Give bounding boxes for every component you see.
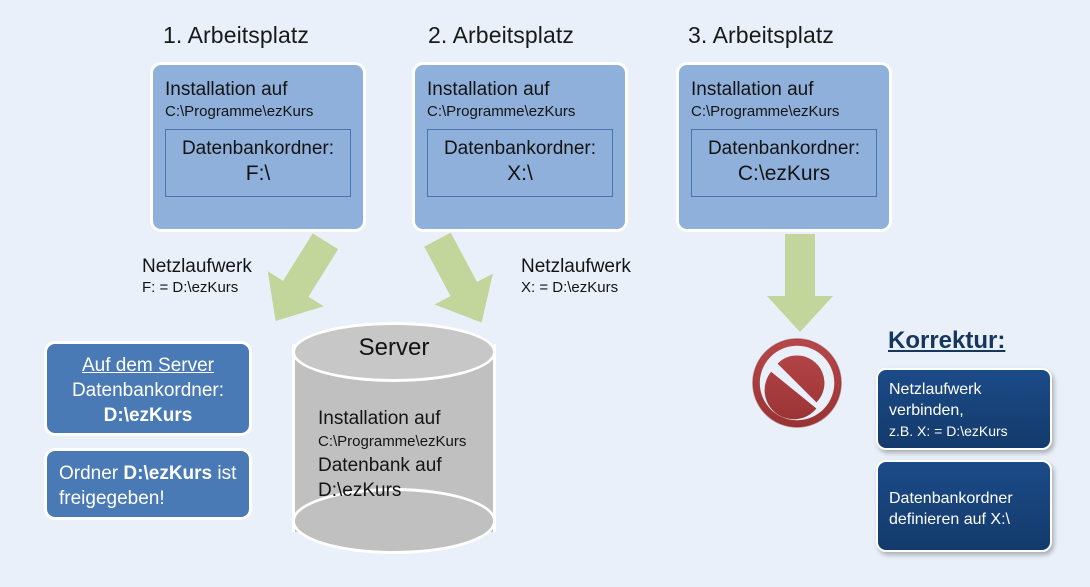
- share-part2: D:\ezKurs: [123, 463, 213, 484]
- network-drive-2-label: Netzlaufwerk: [521, 256, 631, 277]
- workstation-2-db-box: Datenbankordner: X:\: [427, 129, 613, 197]
- server-cylinder: Server Installation auf C:\Programme\ezK…: [292, 322, 496, 554]
- workstation-2-db-label: Datenbankordner:: [443, 138, 597, 159]
- workstation-1-title: 1. Arbeitsplatz: [163, 22, 309, 48]
- arrow-ws3-to-error: [767, 234, 833, 332]
- server-note-db-label: Datenbankordner:: [71, 380, 225, 401]
- server-db-path: D:\ezKurs: [318, 480, 402, 501]
- cylinder-bottom-ellipse: [292, 488, 496, 554]
- workstation-3-db-box: Datenbankordner: C:\ezKurs: [691, 129, 877, 197]
- workstation-3-title: 3. Arbeitsplatz: [688, 22, 834, 48]
- workstation-2-install-path: C:\Programme\ezKurs: [427, 103, 576, 120]
- arrow-ws1-to-server: [267, 233, 339, 322]
- server-install-label: Installation auf: [318, 408, 441, 429]
- server-install-path: C:\Programme\ezKurs: [318, 433, 467, 450]
- prohibition-icon: [752, 338, 842, 428]
- workstation-2-title: 2. Arbeitsplatz: [428, 22, 574, 48]
- correction-step-1-line3: z.B. X: = D:\ezKurs: [889, 423, 1008, 439]
- server-note-share: Ordner D:\ezKurs ist freigegeben!: [44, 448, 252, 520]
- share-part1: Ordner: [59, 463, 124, 484]
- server-note-db-folder: Auf dem Server Datenbankordner: D:\ezKur…: [44, 341, 252, 436]
- server-title: Server: [358, 334, 430, 361]
- cylinder-top-ellipse: [292, 322, 496, 382]
- correction-step-2-line2: definieren auf X:\: [889, 511, 1010, 528]
- workstation-2-db-value: X:\: [507, 162, 533, 185]
- workstation-3-install-label: Installation auf: [691, 79, 814, 100]
- workstation-1-db-label: Datenbankordner:: [181, 138, 335, 159]
- correction-step-2-line1: Datenbankordner: [889, 490, 1013, 507]
- server-details: Installation auf C:\Programme\ezKurs Dat…: [318, 406, 466, 503]
- server-db-label: Datenbank auf: [318, 455, 442, 476]
- workstation-1-install-path: C:\Programme\ezKurs: [165, 103, 314, 120]
- correction-step-1: Netzlaufwerk verbinden, z.B. X: = D:\ezK…: [876, 368, 1052, 450]
- server-note-share-line1: Ordner D:\ezKurs ist: [59, 461, 237, 486]
- correction-step-1-line1: Netzlaufwerk: [889, 381, 982, 398]
- workstation-3-install-path: C:\Programme\ezKurs: [691, 103, 840, 120]
- network-drive-1-caption: Netzlaufwerk F: = D:\ezKurs: [142, 256, 252, 298]
- network-drive-2-mapping: X: = D:\ezKurs: [521, 279, 619, 296]
- server-note-heading: Auf dem Server: [82, 355, 214, 376]
- workstation-1-card: Installation auf C:\Programme\ezKurs Dat…: [150, 62, 366, 232]
- correction-title: Korrektur:: [888, 327, 1006, 354]
- correction-step-1-line2: verbinden,: [889, 402, 964, 419]
- workstation-1-db-value: F:\: [245, 162, 271, 185]
- server-note-db-path: D:\ezKurs: [103, 405, 193, 426]
- network-drive-1-label: Netzlaufwerk: [142, 256, 252, 277]
- workstation-1-install-label: Installation auf: [165, 79, 288, 100]
- share-part3: ist: [212, 463, 237, 484]
- correction-step-2: Datenbankordner definieren auf X:\: [876, 460, 1052, 552]
- workstation-1-db-box: Datenbankordner: F:\: [165, 129, 351, 197]
- server-note-share-line2: freigegeben!: [59, 488, 165, 509]
- workstation-3-db-value: C:\ezKurs: [737, 162, 831, 185]
- network-drive-1-mapping: F: = D:\ezKurs: [142, 279, 239, 296]
- arrow-ws2-to-server: [424, 232, 493, 323]
- network-drive-2-caption: Netzlaufwerk X: = D:\ezKurs: [521, 256, 631, 298]
- workstation-2-card: Installation auf C:\Programme\ezKurs Dat…: [412, 62, 628, 232]
- workstation-3-db-label: Datenbankordner:: [707, 138, 861, 159]
- workstation-3-card: Installation auf C:\Programme\ezKurs Dat…: [676, 62, 892, 232]
- workstation-2-install-label: Installation auf: [427, 79, 550, 100]
